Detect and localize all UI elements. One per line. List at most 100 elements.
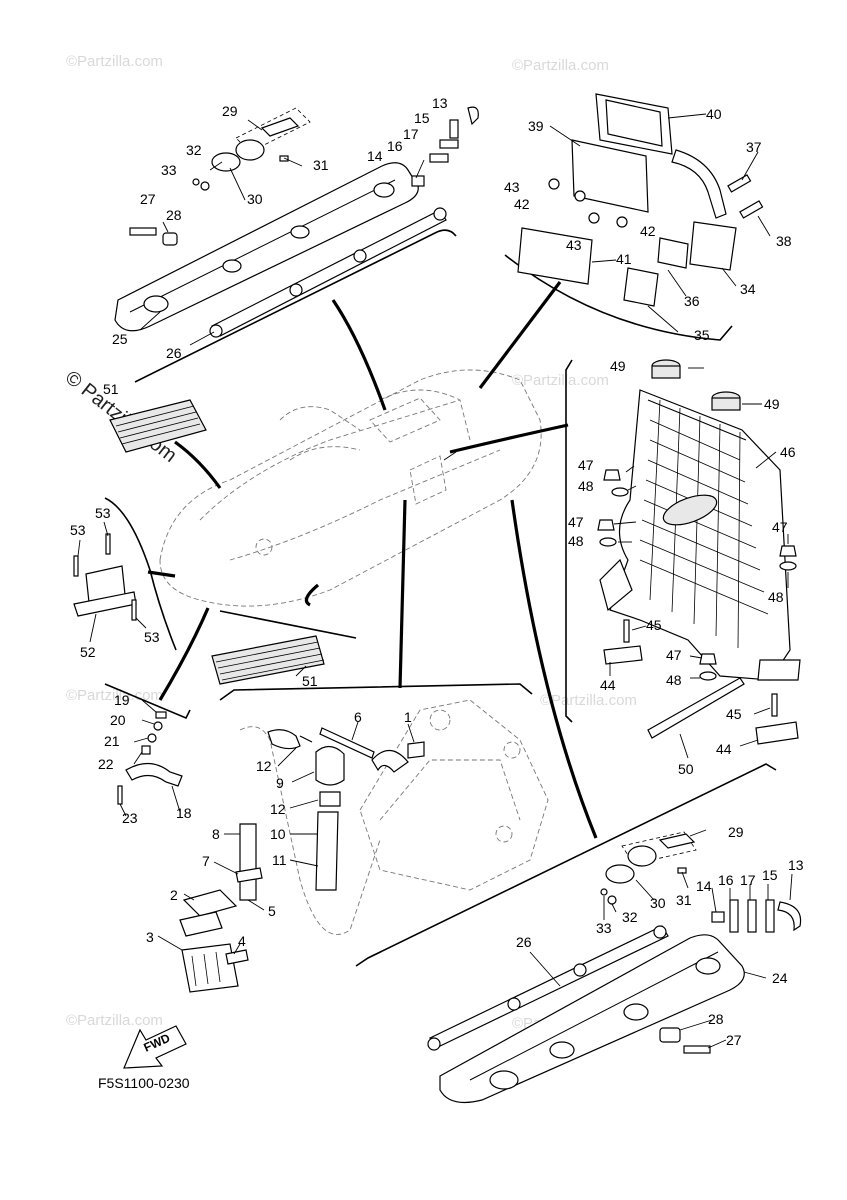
nut-47 bbox=[603, 469, 621, 481]
callout-48: 48 bbox=[768, 589, 784, 605]
callout-24: 24 bbox=[772, 970, 788, 986]
callout-labels: 29 13 15 17 16 14 32 33 31 30 27 28 25 2… bbox=[70, 95, 804, 1048]
group-bracket bbox=[219, 610, 357, 639]
rail-edge bbox=[129, 179, 396, 313]
nut-47 bbox=[779, 545, 797, 557]
callout-15: 15 bbox=[762, 867, 778, 883]
rail-hole bbox=[373, 182, 395, 198]
callout-22: 22 bbox=[98, 756, 114, 772]
grate-bracket bbox=[599, 558, 633, 612]
tie-4 bbox=[225, 949, 249, 965]
callout-53: 53 bbox=[70, 522, 86, 538]
callout-16: 16 bbox=[387, 138, 403, 154]
screw-53 bbox=[105, 533, 111, 555]
washer-48 bbox=[699, 671, 717, 681]
plate-16 bbox=[729, 899, 739, 933]
gasket-30 bbox=[605, 864, 635, 884]
pad-36 bbox=[657, 237, 689, 269]
rail-bushing bbox=[209, 324, 223, 338]
watermark: ©Partzilla.com bbox=[512, 372, 609, 389]
callout-13: 13 bbox=[432, 95, 448, 111]
plate-17 bbox=[747, 899, 757, 933]
hose-group bbox=[157, 683, 549, 993]
bolt-45 bbox=[771, 693, 778, 717]
band-7 bbox=[235, 867, 263, 883]
plate-39 bbox=[571, 139, 649, 213]
callout-32: 32 bbox=[186, 142, 202, 158]
callout-1: 1 bbox=[404, 709, 412, 725]
rail-hole bbox=[222, 259, 242, 273]
callout-47: 47 bbox=[578, 457, 594, 473]
group-bracket bbox=[565, 359, 573, 723]
callout-40: 40 bbox=[706, 106, 722, 122]
bolt-45 bbox=[623, 619, 630, 643]
callout-30: 30 bbox=[650, 895, 666, 911]
bracket-3 bbox=[181, 943, 239, 993]
washer-32 bbox=[607, 895, 617, 905]
right-boarding-rail-group bbox=[355, 763, 802, 1103]
callout-44: 44 bbox=[600, 677, 616, 693]
nut-33 bbox=[192, 178, 200, 186]
rail-bushing bbox=[427, 1037, 441, 1051]
mat-51 bbox=[109, 399, 207, 453]
callout-15: 15 bbox=[414, 110, 430, 126]
clamp-1 bbox=[407, 741, 425, 759]
screw-23 bbox=[117, 785, 123, 805]
bolt-27 bbox=[683, 1045, 711, 1054]
pad-35 bbox=[623, 267, 659, 307]
group-bracket bbox=[134, 229, 457, 383]
cleat-outline-29 bbox=[235, 107, 311, 153]
cushion-49-body bbox=[711, 397, 741, 411]
callout-5: 5 bbox=[268, 903, 276, 919]
link-13 bbox=[467, 106, 479, 126]
pointer-lines bbox=[147, 281, 598, 839]
callout-51: 51 bbox=[302, 673, 318, 689]
clamp-12 bbox=[319, 791, 341, 807]
pump-outline bbox=[359, 699, 549, 891]
hose-8 bbox=[239, 823, 257, 901]
watermark: ©Partzilla.com bbox=[66, 687, 163, 704]
rail-hole bbox=[143, 295, 169, 313]
callout-12: 12 bbox=[256, 758, 272, 774]
cleat-base bbox=[627, 845, 657, 867]
nut-14 bbox=[711, 911, 725, 923]
callout-13: 13 bbox=[788, 857, 804, 873]
hose-11 bbox=[371, 749, 409, 773]
callout-7: 7 bbox=[202, 853, 210, 869]
callout-47: 47 bbox=[772, 519, 788, 535]
callout-19: 19 bbox=[114, 692, 130, 708]
callout-43: 43 bbox=[566, 237, 582, 253]
mats-and-sensor-group bbox=[73, 399, 357, 685]
callout-43: 43 bbox=[504, 179, 520, 195]
callout-48: 48 bbox=[568, 533, 584, 549]
callout-28: 28 bbox=[708, 1011, 724, 1027]
rear-handle-group bbox=[504, 93, 771, 341]
plate-15 bbox=[765, 899, 775, 933]
callout-20: 20 bbox=[110, 712, 126, 728]
callout-47: 47 bbox=[568, 514, 584, 530]
left-boarding-rail-group bbox=[114, 106, 479, 383]
watermark: ©Partzilla.com bbox=[66, 53, 163, 70]
callout-30: 30 bbox=[247, 191, 263, 207]
callout-27: 27 bbox=[726, 1032, 742, 1048]
washer-48 bbox=[599, 537, 617, 547]
callout-42: 42 bbox=[514, 196, 530, 212]
callout-53: 53 bbox=[95, 505, 111, 521]
rail-hole bbox=[549, 1041, 575, 1059]
callout-26: 26 bbox=[516, 934, 532, 950]
callout-17: 17 bbox=[740, 872, 756, 888]
link-13 bbox=[777, 901, 802, 932]
callout-21: 21 bbox=[104, 733, 120, 749]
callout-18: 18 bbox=[176, 805, 192, 821]
callout-14: 14 bbox=[696, 878, 712, 894]
cushion-49-body bbox=[651, 365, 681, 379]
callout-10: 10 bbox=[270, 826, 286, 842]
rail-bushing bbox=[433, 207, 447, 221]
rail-hole bbox=[290, 225, 310, 239]
callout-33: 33 bbox=[596, 920, 612, 936]
watermark: ©Partzilla.com bbox=[512, 57, 609, 74]
callout-34: 34 bbox=[740, 281, 756, 297]
callout-45: 45 bbox=[726, 706, 742, 722]
bolt-43 bbox=[548, 178, 560, 190]
